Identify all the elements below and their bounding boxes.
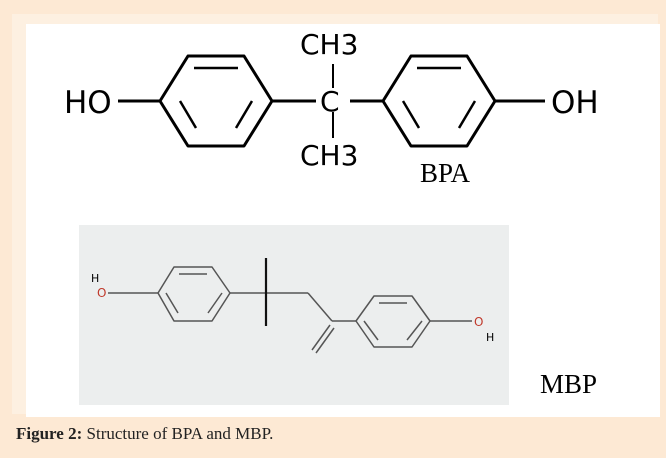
bpa-right-ring	[381, 54, 497, 148]
bpa-ho-label: HO	[64, 85, 112, 121]
mbp-left-ring	[157, 266, 231, 322]
bpa-ch3-bottom: CH3	[300, 139, 358, 172]
caption-text: Structure of BPA and MBP.	[82, 424, 274, 443]
mbp-name-label: MBP	[540, 369, 597, 399]
mbp-o-right-label: O	[474, 315, 483, 329]
mbp-o-left-label: O	[97, 286, 106, 300]
bpa-structure	[118, 54, 545, 148]
mbp-h-right-label: H	[486, 331, 494, 344]
mbp-structure	[108, 266, 472, 354]
bpa-central-carbon: C	[320, 85, 340, 118]
mbp-h-left-label: H	[91, 272, 99, 285]
bpa-left-ring	[158, 54, 274, 148]
bpa-oh-label: OH	[551, 85, 599, 121]
figure-caption: Figure 2: Structure of BPA and MBP.	[16, 424, 273, 444]
bpa-ch3-top: CH3	[300, 28, 358, 61]
caption-label: Figure 2:	[16, 424, 83, 443]
bpa-name-label: BPA	[420, 158, 471, 188]
mbp-structure-box	[79, 225, 509, 405]
